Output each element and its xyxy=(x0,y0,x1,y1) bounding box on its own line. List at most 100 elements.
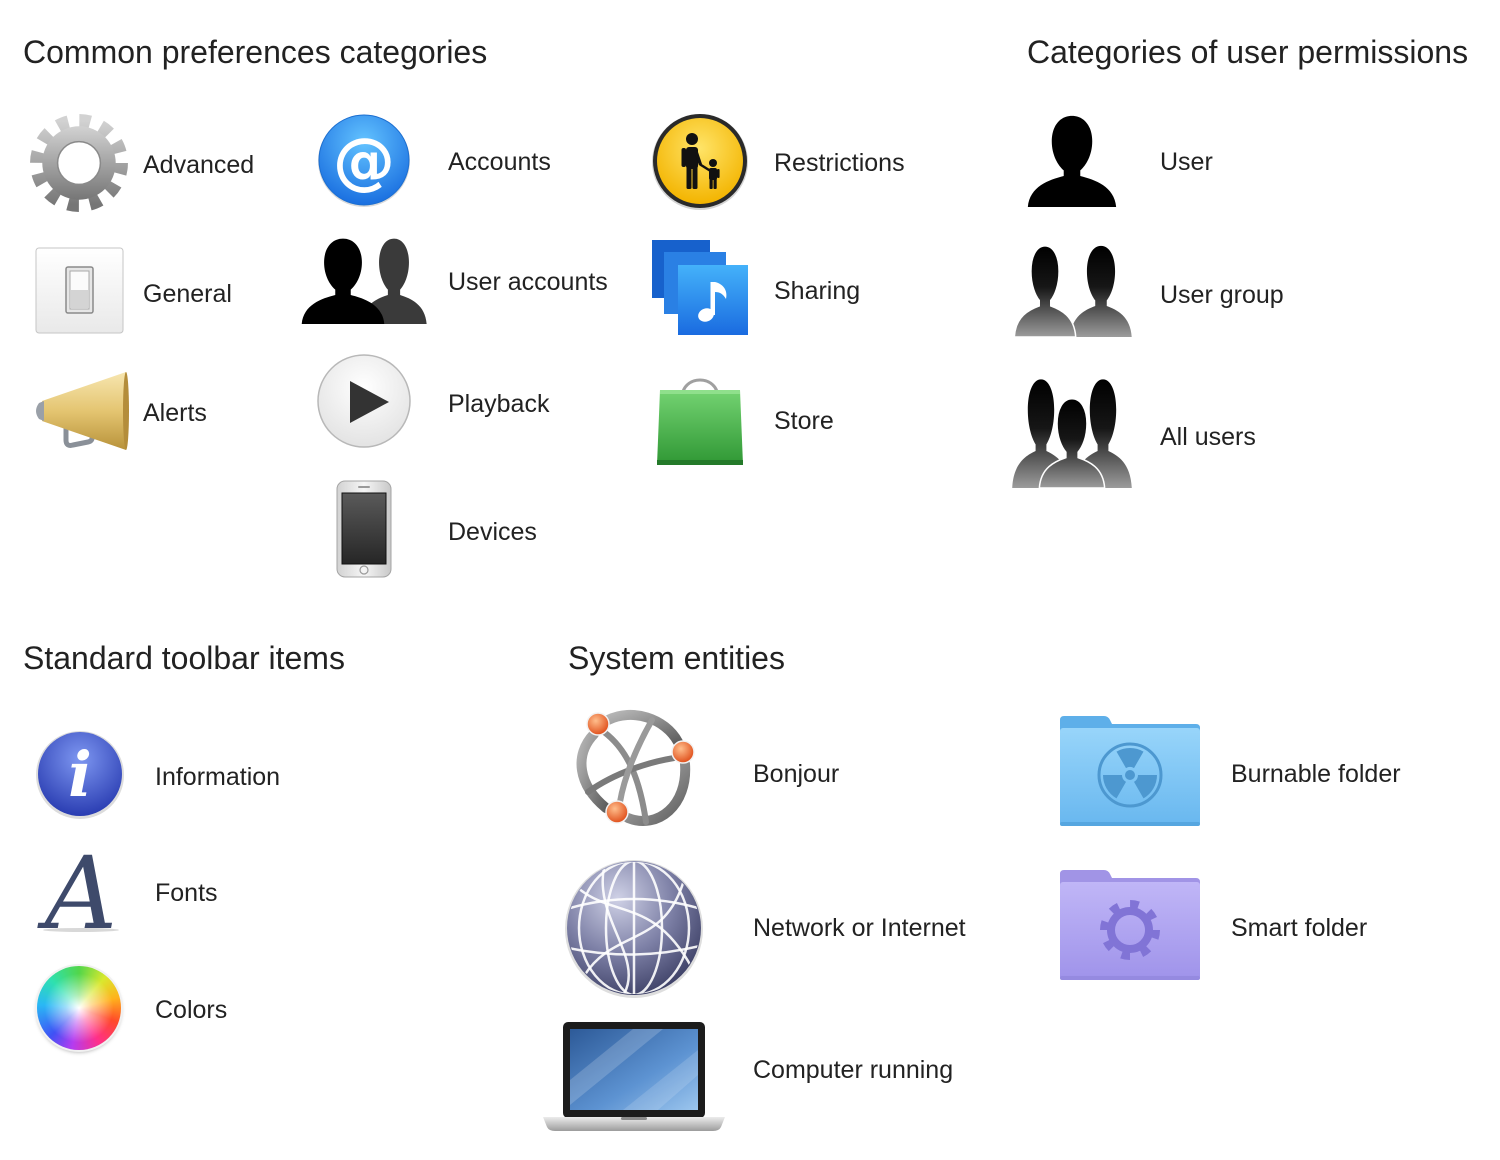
label-burnable-folder: Burnable folder xyxy=(1231,760,1401,788)
folder-bottom-edge xyxy=(1060,976,1200,980)
label-sharing: Sharing xyxy=(774,277,861,305)
light-switch-icon-graphic xyxy=(35,247,124,334)
two-users-icon xyxy=(300,236,430,324)
shopping-bag-icon xyxy=(655,368,745,468)
music-note xyxy=(698,282,727,322)
label-general: General xyxy=(143,280,232,308)
user-group-icon-graphic xyxy=(1013,245,1132,337)
user-icon-graphic xyxy=(1027,115,1117,207)
megaphone-mouthpiece xyxy=(36,401,44,421)
label-playback: Playback xyxy=(448,390,550,418)
shared-music-icon-graphic xyxy=(652,240,748,335)
bag-top-band xyxy=(660,390,740,394)
parental-controls-icon xyxy=(651,112,749,210)
at-sign-icon-graphic: @ xyxy=(318,114,410,207)
holding-hands xyxy=(699,163,711,172)
laptop-base xyxy=(543,1117,725,1131)
font-shadow xyxy=(43,928,119,932)
user-icon xyxy=(1026,113,1118,207)
two-users-icon-graphic xyxy=(301,238,427,324)
switch-rocker-shade xyxy=(71,290,88,308)
info-glyph: i xyxy=(68,738,92,811)
gear-hole xyxy=(56,140,102,186)
burnable-folder-icon xyxy=(1058,714,1202,828)
play-icon xyxy=(316,353,412,449)
bonjour-ball-right xyxy=(671,740,695,764)
label-fonts: Fonts xyxy=(155,879,218,907)
screen-streak xyxy=(623,1050,698,1110)
section-title-user-permissions: Categories of user permissions xyxy=(1027,34,1469,70)
info-icon-graphic: i xyxy=(36,731,124,819)
light-switch-icon xyxy=(35,247,124,334)
folder-gear xyxy=(1100,900,1160,960)
bonjour-ball-bottom xyxy=(605,800,629,824)
info-icon: i xyxy=(35,729,125,819)
megaphone-icon xyxy=(30,370,130,452)
bonjour-icon-graphic xyxy=(576,709,695,826)
label-network: Network or Internet xyxy=(753,914,966,942)
label-devices: Devices xyxy=(448,518,537,546)
folder-bottom-edge xyxy=(1060,822,1200,826)
user-silhouette xyxy=(1027,115,1117,207)
shared-music-icon xyxy=(650,238,750,336)
smartphone-icon-graphic xyxy=(336,480,392,578)
child-figure xyxy=(709,159,720,189)
megaphone-rim xyxy=(123,372,129,450)
font-icon-graphic: A xyxy=(37,835,119,952)
label-user-group: User group xyxy=(1160,281,1284,309)
laptop-notch xyxy=(621,1117,647,1120)
label-store: Store xyxy=(774,407,834,435)
play-triangle xyxy=(350,381,389,423)
at-sign-icon: @ xyxy=(317,113,411,207)
color-wheel-icon xyxy=(37,966,121,1050)
megaphone-icon-graphic xyxy=(36,372,129,450)
bonjour-icon xyxy=(570,709,698,832)
at-sign-circle xyxy=(318,114,410,206)
burnable-folder-icon-graphic xyxy=(1060,716,1200,826)
user-silhouette-front xyxy=(301,238,385,324)
label-user: User xyxy=(1160,148,1213,176)
label-user-accounts: User accounts xyxy=(448,268,608,296)
label-bonjour: Bonjour xyxy=(753,760,840,788)
user-silhouette-right xyxy=(1070,245,1132,337)
gear-icon xyxy=(28,112,130,214)
folder-body xyxy=(1060,882,1200,980)
label-restrictions: Restrictions xyxy=(774,149,905,177)
label-alerts: Alerts xyxy=(143,399,207,427)
font-glyph: A xyxy=(37,835,117,952)
smartphone-icon xyxy=(336,480,392,578)
label-all-users: All users xyxy=(1160,423,1256,451)
laptop-screen xyxy=(570,1029,698,1110)
gear-teeth xyxy=(30,114,128,212)
label-information: Information xyxy=(155,763,281,791)
globe-icon xyxy=(564,858,704,998)
at-sign-glyph: @ xyxy=(333,124,395,197)
megaphone-horn xyxy=(42,372,126,450)
play-icon-graphic xyxy=(317,354,411,448)
radiation-symbol xyxy=(1097,742,1163,808)
font-icon: A xyxy=(37,835,124,952)
user-silhouette-left xyxy=(1013,245,1077,337)
all-users-icon-graphic xyxy=(1012,379,1132,488)
section-title-toolbar-items: Standard toolbar items xyxy=(23,640,345,676)
label-smart-folder: Smart folder xyxy=(1231,914,1368,942)
all-users-icon xyxy=(1011,376,1133,490)
bag-bottom-rim xyxy=(657,460,743,465)
bag-body xyxy=(657,390,743,465)
section-title-common-preferences: Common preferences categories xyxy=(23,34,488,70)
laptop-icon xyxy=(543,1020,725,1132)
label-colors: Colors xyxy=(155,996,228,1024)
screen-reflection xyxy=(570,1029,663,1105)
info-circle xyxy=(38,732,122,816)
user-group-icon xyxy=(1013,243,1133,337)
label-accounts: Accounts xyxy=(448,148,551,176)
phone-screen xyxy=(341,492,387,565)
bonjour-ball-top xyxy=(586,712,610,736)
globe-lines xyxy=(568,862,700,994)
phone-speaker xyxy=(358,486,370,488)
bonjour-swooshes xyxy=(576,709,691,826)
globe-icon-graphic xyxy=(565,860,703,998)
phone-home-button xyxy=(359,565,369,575)
smart-folder-icon xyxy=(1058,868,1202,982)
label-advanced: Advanced xyxy=(143,151,255,179)
